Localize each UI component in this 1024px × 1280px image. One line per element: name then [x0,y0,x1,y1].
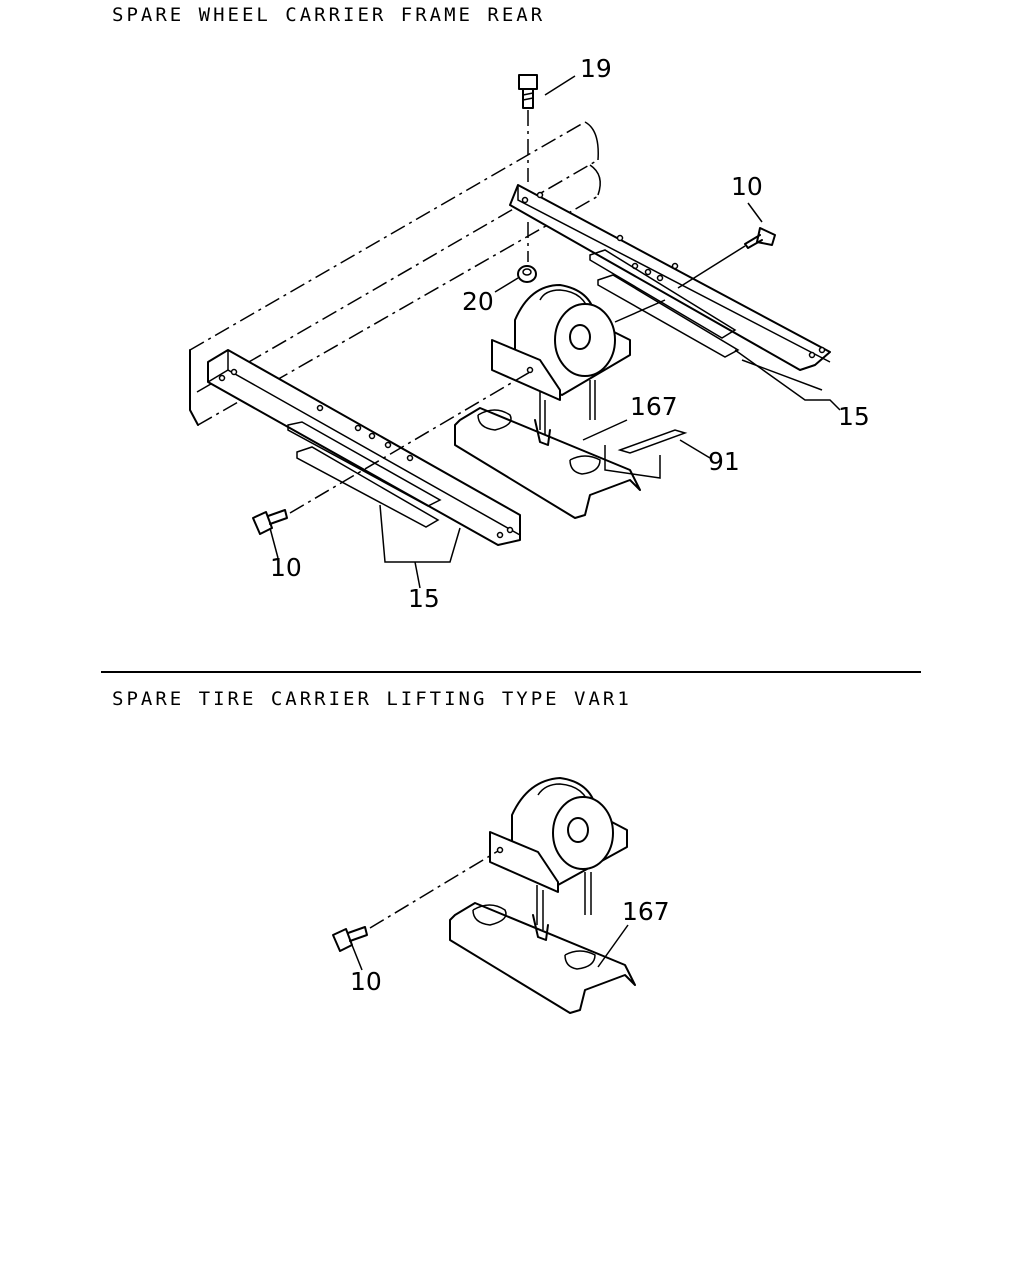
bolt-10-left [252,371,531,535]
carrier-bracket-left [207,349,521,546]
callout-167-var1: 167 [622,897,670,926]
winch-assembly-var1 [489,777,628,930]
bolt-19 [518,74,538,182]
callout-167-top: 167 [630,392,678,421]
bolt-10-right [677,227,776,289]
leader-lines-bottom [351,924,629,971]
callout-19: 19 [580,54,612,83]
callout-20: 20 [462,287,494,316]
callout-15-right: 15 [838,402,870,431]
callout-15-left: 15 [408,584,440,613]
shim-plates-right [589,249,740,358]
section-divider [101,671,921,673]
callout-10-var1: 10 [350,967,382,996]
winch-assembly [491,284,631,435]
callout-10-right: 10 [731,172,763,201]
callout-91: 91 [708,447,740,476]
spare-tire-hanger-var1 [449,902,636,1014]
section-title-frame-rear: SPARE WHEEL CARRIER FRAME REAR [112,4,546,26]
shim-plates-left [287,421,442,528]
callout-10-left: 10 [270,553,302,582]
nut-20 [517,222,537,283]
carrier-bracket-right [509,184,831,371]
leader-lines-top [269,75,841,589]
spare-tire-hanger [454,407,641,519]
part-91-plate [604,429,688,479]
section-title-lifting-type: SPARE TIRE CARRIER LIFTING TYPE VAR1 [112,688,632,710]
